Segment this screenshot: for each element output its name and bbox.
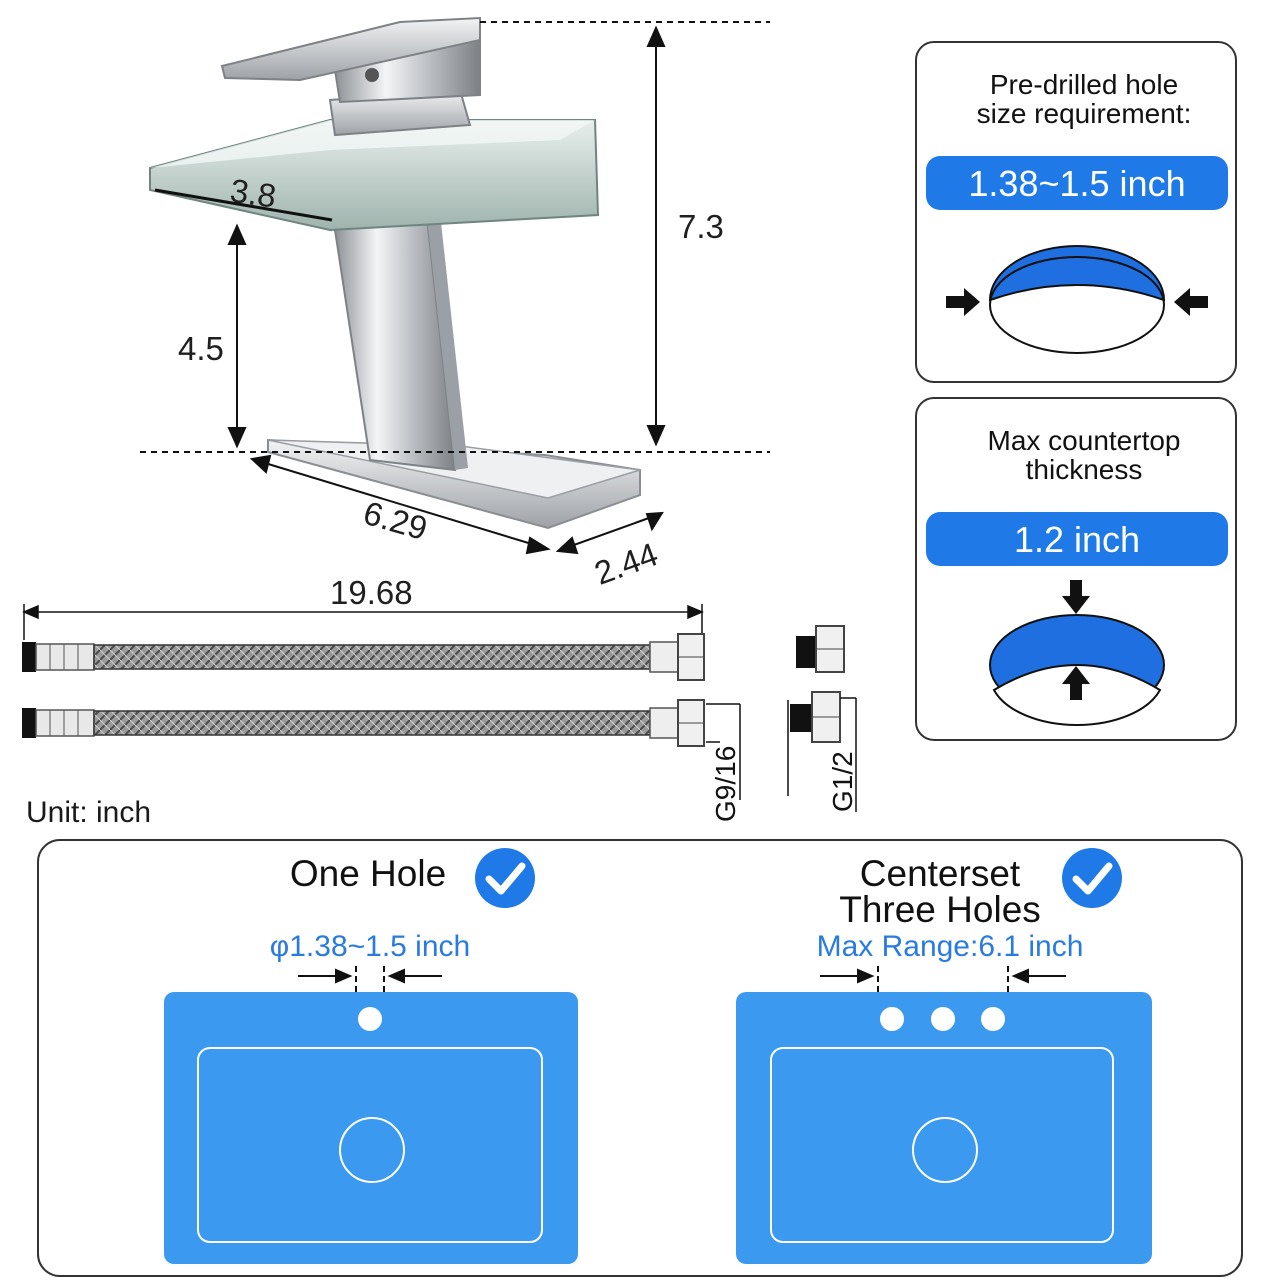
squeeze-arrow-left-icon (946, 288, 980, 316)
arrow-up-icon (1062, 666, 1090, 700)
thickness-card-title-2: thickness (1026, 454, 1143, 485)
hole-size-value: 1.38~1.5 inch (968, 163, 1185, 204)
one-hole-dimension (298, 966, 442, 1025)
unit-label: Unit: inch (26, 796, 151, 829)
three-holes-check-icon (1062, 848, 1122, 908)
installation-panel: One Hole φ1.38~1.5 inch Centerset Three … (37, 839, 1243, 1277)
hose-upper (22, 633, 705, 681)
three-holes-spec: Max Range:6.1 inch (817, 930, 1084, 963)
one-hole-spec: φ1.38~1.5 inch (270, 930, 470, 963)
spout-width-label: 3.8 (228, 172, 279, 215)
thread-g12-dimension (787, 697, 857, 812)
faucet-hole-right (981, 1007, 1005, 1031)
arrow-down-icon (1062, 580, 1090, 614)
faucet-illustration (149, 16, 641, 530)
thickness-card: Max countertop thickness 1.2 inch (915, 397, 1237, 741)
one-hole-check-icon (475, 848, 535, 908)
one-hole-title: One Hole (290, 853, 446, 894)
hose-length-label: 19.68 (330, 574, 413, 611)
thread-g916-label: G9/16 (710, 746, 741, 822)
thickness-value: 1.2 inch (1014, 519, 1140, 560)
faucet-hole (358, 1007, 382, 1031)
hose-length-dimension (22, 604, 704, 640)
hose-lower (22, 699, 705, 747)
three-holes-title-2: Three Holes (839, 889, 1041, 930)
base-length-label: 6.29 (359, 494, 431, 547)
faucet-hole-center (931, 1007, 955, 1031)
squeeze-arrow-right-icon (1174, 288, 1208, 316)
hole-cross-section (988, 245, 1166, 354)
hole-size-card: Pre-drilled hole size requirement: 1.38~… (915, 41, 1237, 383)
three-holes-dimension (820, 966, 1066, 1025)
total-height-label: 7.3 (678, 208, 724, 245)
three-holes-title-1: Centerset (860, 853, 1021, 894)
thread-g916-dimension (706, 703, 741, 800)
spout-height-label: 4.5 (178, 330, 224, 367)
hole-card-title-1: Pre-drilled hole (990, 69, 1178, 100)
one-hole-sink (164, 992, 578, 1264)
base-width-label: 2.44 (590, 535, 663, 592)
hole-card-title-2: size requirement: (977, 98, 1192, 129)
hole-size-pill (926, 156, 1228, 210)
thickness-card-title-1: Max countertop (988, 425, 1181, 456)
three-holes-sink (736, 992, 1152, 1264)
adapter-fitting-upper (796, 625, 845, 673)
dimension-lines (140, 21, 770, 555)
faucet-hole-left (880, 1007, 904, 1031)
adapter-fitting-lower (790, 691, 841, 743)
thickness-pill (926, 512, 1228, 566)
thread-g12-label: G1/2 (827, 751, 858, 812)
